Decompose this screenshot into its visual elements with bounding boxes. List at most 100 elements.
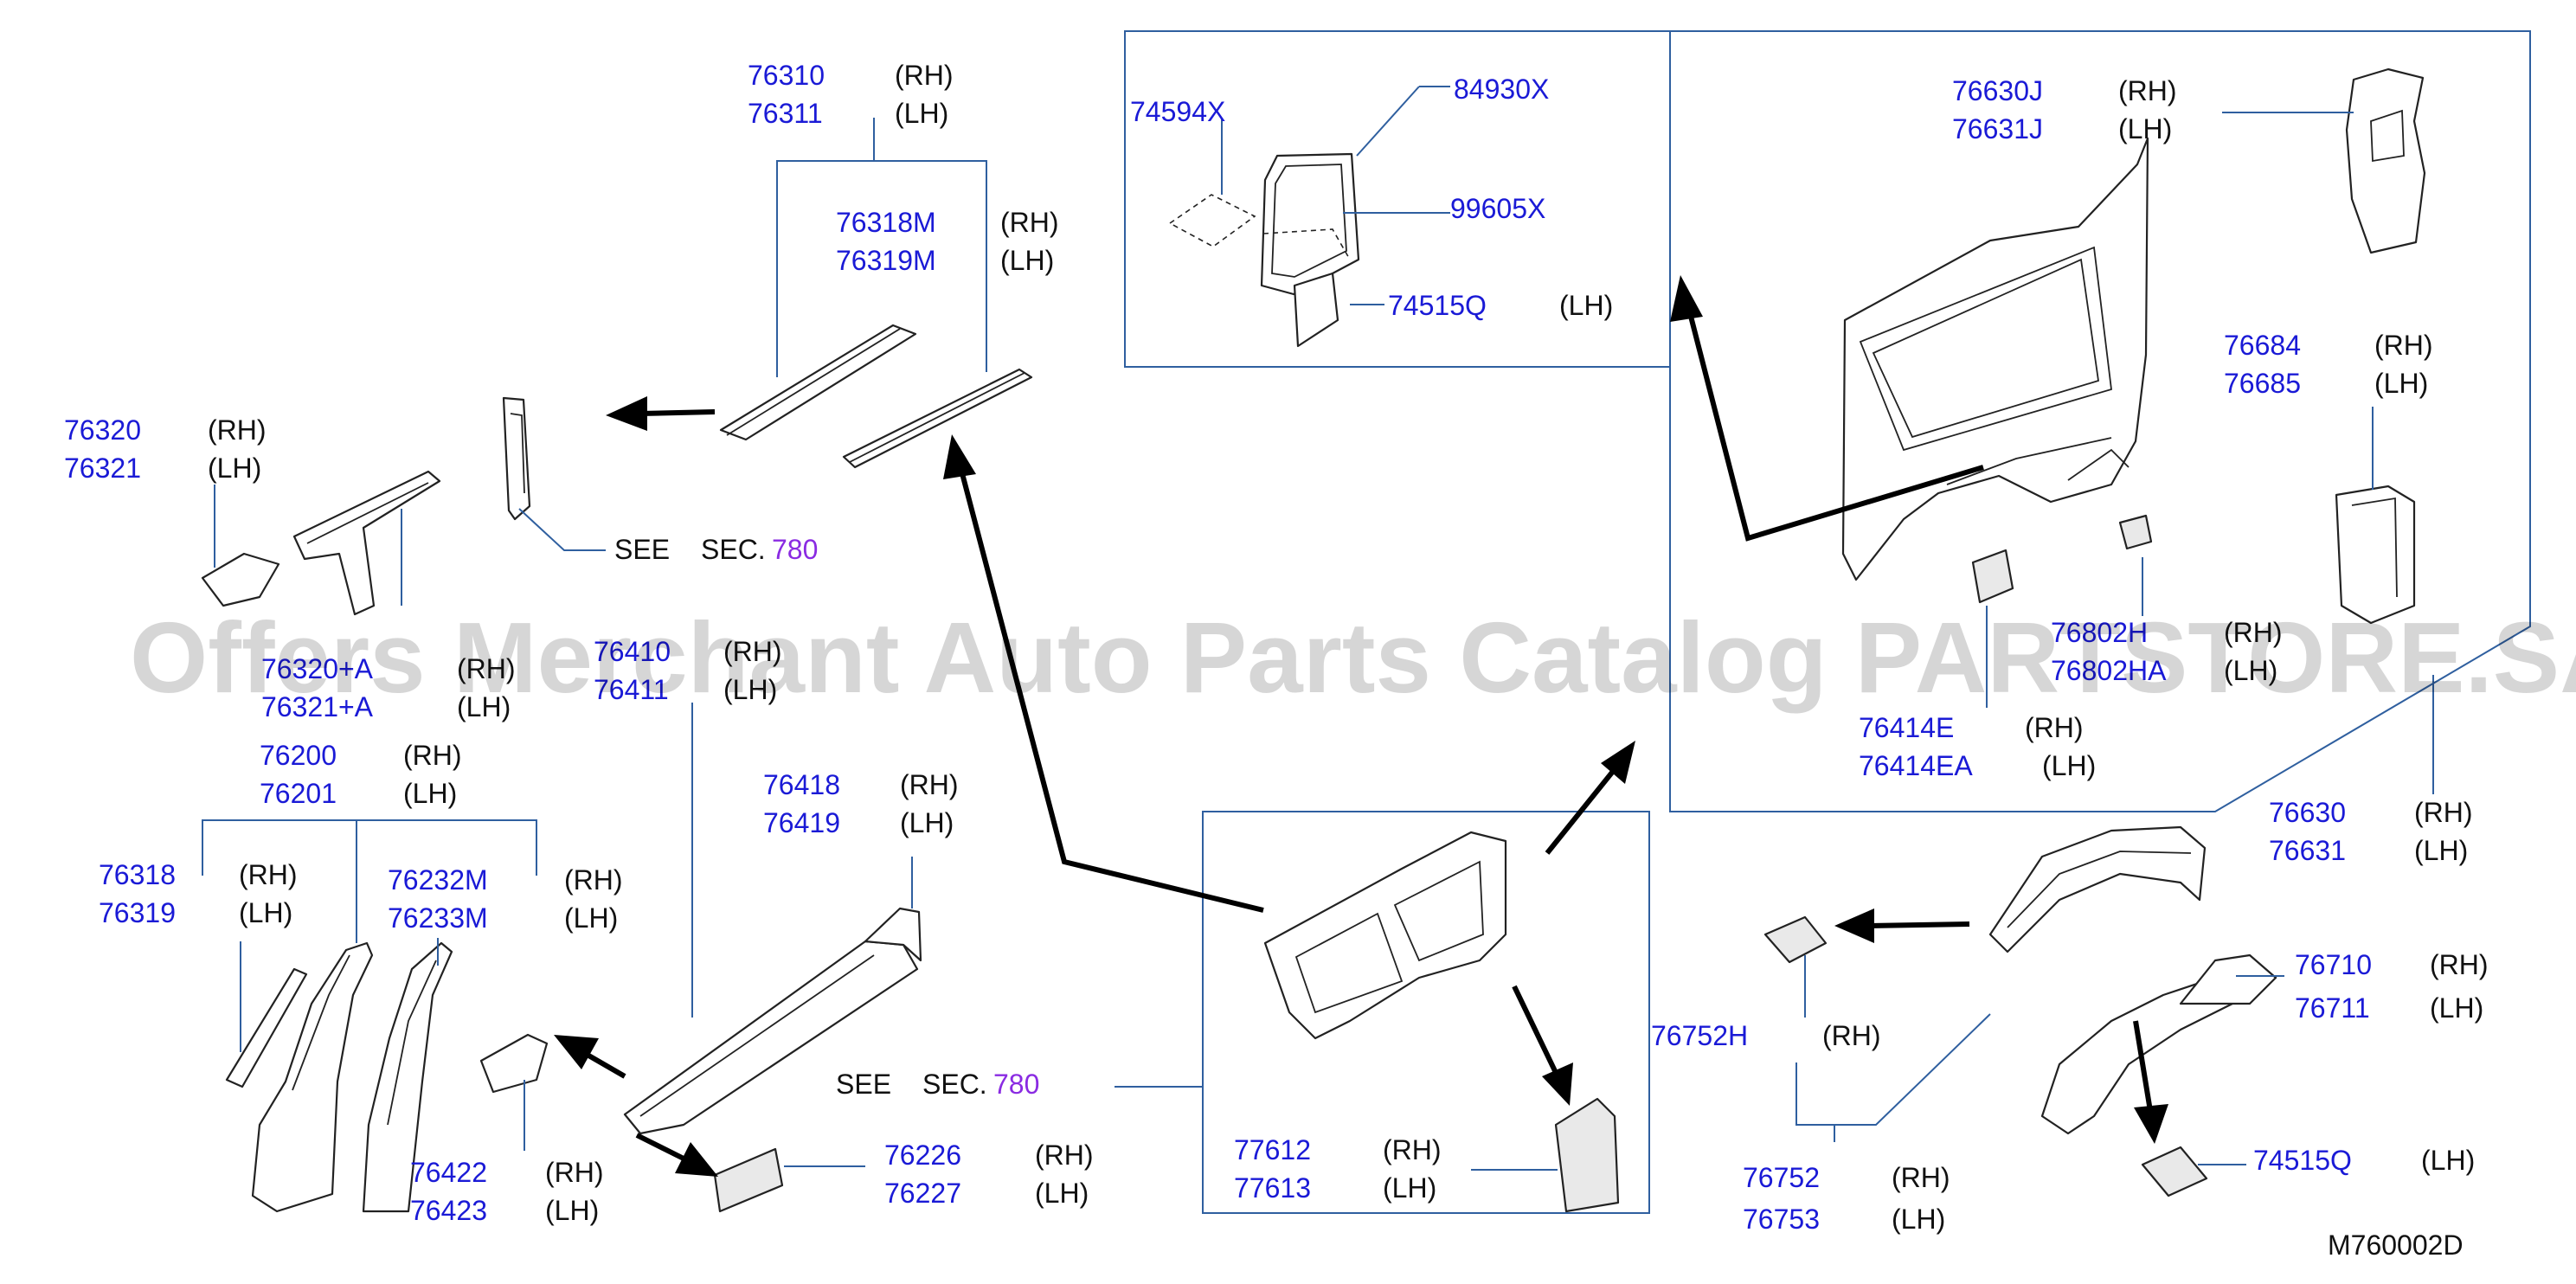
side-lh: (LH)	[2042, 750, 2096, 781]
side-rh: (RH)	[1892, 1162, 1950, 1193]
part-76630J[interactable]: 76630J	[1952, 75, 2043, 106]
part-76233M[interactable]: 76233M	[388, 902, 488, 934]
side-rh: (RH)	[2430, 949, 2489, 980]
side-lh: (LH)	[403, 778, 457, 809]
part-76422[interactable]: 76422	[410, 1157, 487, 1188]
side-lh: (LH)	[895, 98, 948, 129]
side-rh: (RH)	[1000, 207, 1059, 238]
arrows	[554, 275, 2168, 1177]
part-76414E[interactable]: 76414E	[1859, 712, 1954, 743]
part-76419[interactable]: 76419	[763, 807, 840, 838]
sec-number-link[interactable]: 780	[772, 534, 818, 565]
side-lh: (LH)	[723, 674, 777, 705]
pillar-bracket-sec780[interactable]	[502, 396, 531, 521]
side-lh: (LH)	[2374, 368, 2428, 399]
sec-prefix: SEC.	[922, 1069, 987, 1100]
inner-panel-box	[1202, 811, 1650, 1214]
side-lh: (LH)	[239, 897, 292, 928]
small-brackets[interactable]	[1971, 514, 2153, 604]
part-76710[interactable]: 76710	[2295, 949, 2372, 980]
part-76802H[interactable]: 76802H	[2051, 617, 2148, 648]
rear-body-side-outer[interactable]	[1841, 137, 2149, 581]
part-76319[interactable]: 76319	[99, 897, 176, 928]
side-lh: (LH)	[1559, 290, 1613, 321]
part-76319M[interactable]: 76319M	[836, 245, 936, 276]
watermark: Offers Merchant Auto Parts Catalog PARTS…	[130, 601, 2576, 714]
side-lh: (LH)	[1892, 1204, 1945, 1235]
part-76321A[interactable]: 76321+A	[261, 691, 374, 722]
part-76630[interactable]: 76630	[2269, 797, 2346, 828]
part-99605X[interactable]: 99605X	[1450, 193, 1545, 224]
part-76311[interactable]: 76311	[748, 98, 823, 129]
part-77613[interactable]: 77613	[1234, 1172, 1311, 1204]
front-pillar-inner-outer[interactable]	[225, 941, 453, 1213]
side-rh: (RH)	[2374, 330, 2433, 361]
side-rh: (RH)	[1822, 1020, 1881, 1051]
part-76711[interactable]: 76711	[2295, 992, 2370, 1024]
side-rh: (RH)	[208, 414, 267, 446]
quarter-glass-assembly[interactable]	[1168, 152, 1360, 348]
see-label: SEE	[836, 1069, 891, 1100]
part-76232M[interactable]: 76232M	[388, 864, 488, 896]
part-76685[interactable]: 76685	[2224, 368, 2301, 399]
part-76227[interactable]: 76227	[884, 1178, 961, 1209]
side-rh: (RH)	[1035, 1140, 1094, 1171]
side-rh: (RH)	[564, 864, 623, 896]
rear-inner-panel[interactable]	[1263, 831, 1620, 1213]
part-76753[interactable]: 76753	[1743, 1204, 1820, 1235]
part-84930X[interactable]: 84930X	[1454, 74, 1549, 105]
wheel-house-brackets[interactable]	[1763, 915, 2208, 1197]
part-76320[interactable]: 76320	[64, 414, 141, 446]
wheel-house-inner[interactable]	[2040, 953, 2277, 1135]
sec-number-link[interactable]: 780	[993, 1069, 1039, 1100]
part-74594X[interactable]: 74594X	[1130, 96, 1225, 127]
side-lh: (LH)	[1035, 1178, 1089, 1209]
sec-prefix: SEC.	[701, 534, 766, 565]
part-76321[interactable]: 76321	[64, 453, 141, 484]
part-76802HA[interactable]: 76802HA	[2051, 655, 2167, 686]
part-76423[interactable]: 76423	[410, 1195, 487, 1226]
part-74515Q[interactable]: 74515Q	[2253, 1145, 2352, 1176]
part-76752H[interactable]: 76752H	[1651, 1020, 1748, 1051]
side-lh: (LH)	[1383, 1172, 1436, 1204]
rear-pillar-upper[interactable]	[2345, 67, 2426, 254]
side-rh: (RH)	[900, 769, 959, 800]
front-pillar-upper-parts[interactable]	[201, 470, 441, 616]
part-77612[interactable]: 77612	[1234, 1134, 1311, 1165]
part-76318M[interactable]: 76318M	[836, 207, 936, 238]
side-rh: (RH)	[895, 60, 954, 91]
part-76318[interactable]: 76318	[99, 859, 176, 890]
part-76200[interactable]: 76200	[260, 740, 337, 771]
side-lh: (LH)	[545, 1195, 599, 1226]
part-76226[interactable]: 76226	[884, 1140, 961, 1171]
side-rh: (RH)	[2118, 75, 2177, 106]
see-label: SEE	[614, 534, 670, 565]
diagram-code: M760002D	[2328, 1229, 2464, 1261]
part-76631[interactable]: 76631	[2269, 835, 2346, 866]
part-74515Q[interactable]: 74515Q	[1388, 290, 1487, 321]
side-sill-lower[interactable]	[479, 907, 922, 1213]
leader-lines	[202, 86, 2434, 1171]
sill-outer-upper[interactable]	[719, 324, 1033, 469]
side-lh: (LH)	[1000, 245, 1054, 276]
part-drawings	[201, 67, 2426, 1213]
part-76414EA[interactable]: 76414EA	[1859, 750, 1973, 781]
side-lh: (LH)	[2421, 1145, 2475, 1176]
part-76411[interactable]: 76411	[594, 674, 669, 705]
side-rh: (RH)	[723, 636, 782, 667]
part-76410[interactable]: 76410	[594, 636, 671, 667]
part-76684[interactable]: 76684	[2224, 330, 2301, 361]
part-76418[interactable]: 76418	[763, 769, 840, 800]
side-rh: (RH)	[457, 653, 516, 684]
part-76201[interactable]: 76201	[260, 778, 337, 809]
part-76320A[interactable]: 76320+A	[261, 653, 374, 684]
wheel-house-outer[interactable]	[1988, 825, 2207, 953]
side-lh: (LH)	[900, 807, 954, 838]
side-rh: (RH)	[2414, 797, 2473, 828]
rear-pillar-inner[interactable]	[2335, 485, 2416, 625]
side-rh: (RH)	[239, 859, 298, 890]
part-76310[interactable]: 76310	[748, 60, 825, 91]
part-76752[interactable]: 76752	[1743, 1162, 1820, 1193]
part-76631J[interactable]: 76631J	[1952, 113, 2043, 144]
side-rh: (RH)	[403, 740, 462, 771]
